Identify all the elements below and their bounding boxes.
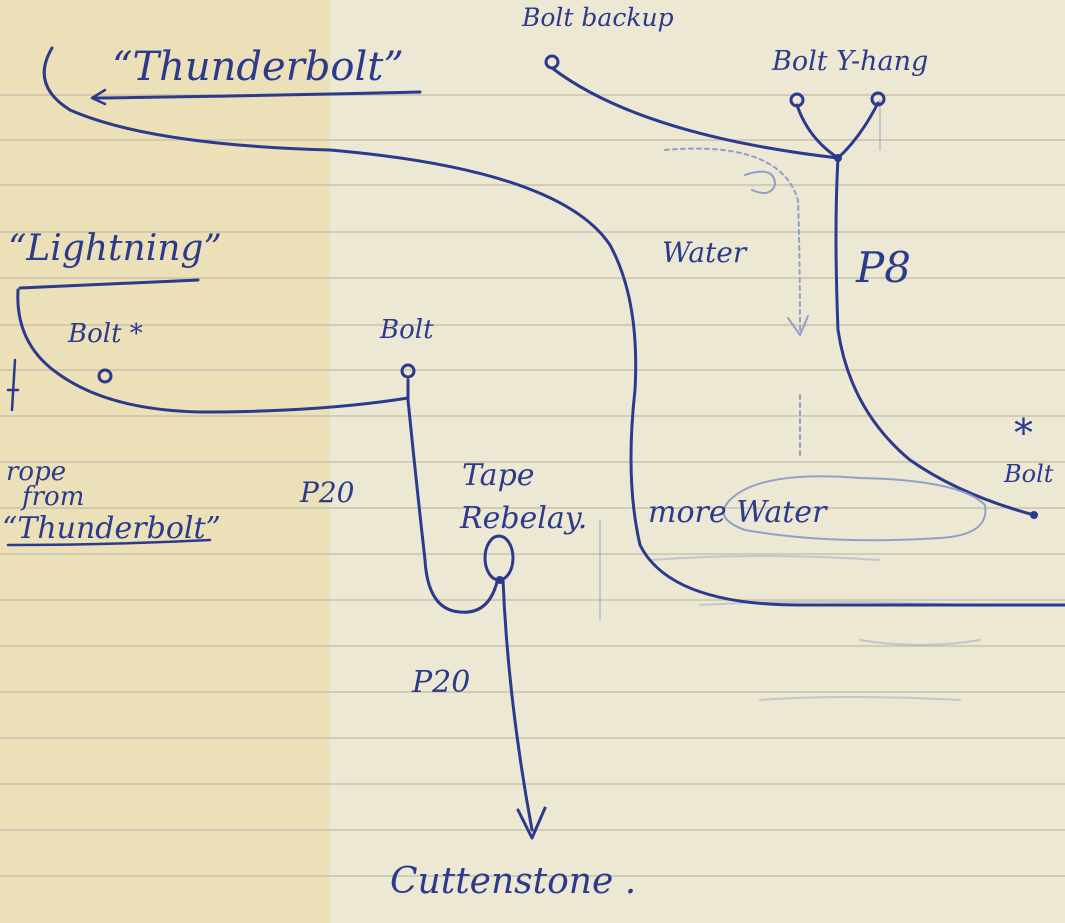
thunderbolt-rope-line xyxy=(42,46,1065,607)
water-flow-line xyxy=(664,147,801,331)
p8-pitch-line xyxy=(834,156,1036,517)
bolt-yhang-label: Bolt Y-hang xyxy=(771,46,928,77)
bolt-anchor xyxy=(400,363,416,379)
more-water-label: more Water xyxy=(648,495,828,530)
bottom-label: Cuttenstone . xyxy=(390,861,636,902)
lightning-title: “Lightning” xyxy=(8,228,222,269)
rebelay-label: Rebelay. xyxy=(459,501,587,536)
y-hang-right-arm xyxy=(836,101,880,160)
thunderbolt-title: “Thunderbolt” xyxy=(112,44,404,90)
water-swirl xyxy=(744,170,777,195)
water-arrow-head xyxy=(787,315,809,338)
rope-from-label-3: “Thunderbolt” xyxy=(2,511,221,546)
lightning-rope-line xyxy=(16,288,410,414)
star-mark: * xyxy=(1014,411,1033,455)
bolt-backup-anchor xyxy=(544,54,560,70)
rope-from-label-2: from xyxy=(20,482,84,512)
p8-label: P8 xyxy=(855,243,911,292)
lightning-underline xyxy=(18,278,200,290)
bolt-right-anchor xyxy=(1030,511,1038,519)
thunderbolt-underline xyxy=(94,90,422,100)
thunderbolt-underline-arrow xyxy=(90,88,107,106)
backup-rope-line xyxy=(550,66,840,160)
bolt-yhang-left-anchor xyxy=(789,92,805,108)
left-edge-mark xyxy=(6,358,20,412)
bolt-star-label: Bolt * xyxy=(67,319,143,349)
tape-label: Tape xyxy=(462,458,535,493)
rope-from-underline xyxy=(6,538,212,547)
y-hang-junction xyxy=(834,154,842,162)
p20-lower-line xyxy=(501,578,534,832)
water-label: Water xyxy=(662,236,748,269)
bolt-label: Bolt xyxy=(379,315,434,345)
down-arrow xyxy=(516,806,547,840)
p20-upper-label: P20 xyxy=(299,476,354,509)
bolt-backup-label: Bolt backup xyxy=(521,3,674,32)
bolt-star-anchor xyxy=(97,368,113,384)
water-pool-outline xyxy=(722,475,987,542)
p20-upper-line xyxy=(406,378,500,614)
bolt-yhang-right-anchor xyxy=(870,91,886,107)
rope-from-label-1: rope xyxy=(6,457,66,487)
p20-lower-label: P20 xyxy=(411,665,470,700)
bolt-right-label: Bolt xyxy=(1003,460,1054,488)
ruled-lines xyxy=(0,94,1065,877)
y-hang-left-arm xyxy=(795,103,840,160)
rebelay-point xyxy=(496,576,504,584)
